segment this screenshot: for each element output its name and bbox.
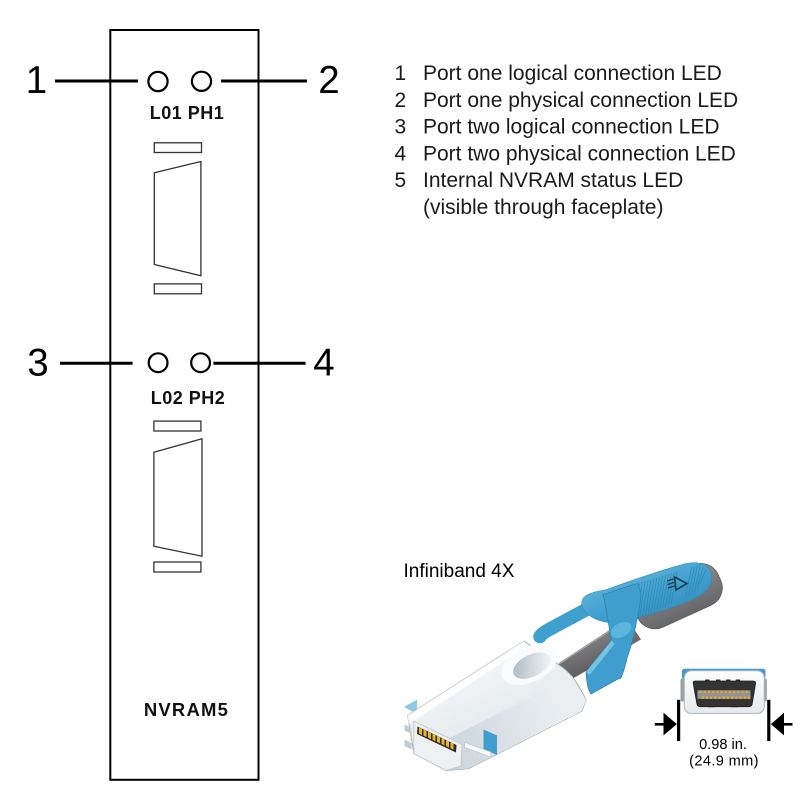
svg-text:2: 2 — [395, 89, 407, 112]
svg-text:(24.9 mm): (24.9 mm) — [689, 754, 759, 770]
svg-text:L01 PH1: L01 PH1 — [150, 103, 225, 123]
svg-text:2: 2 — [318, 59, 339, 102]
svg-text:5: 5 — [395, 169, 407, 192]
svg-text:Port two logical connection LE: Port two logical connection LED — [423, 116, 720, 139]
svg-text:Port one physical connection L: Port one physical connection LED — [423, 89, 738, 112]
svg-text:4: 4 — [313, 341, 334, 384]
svg-text:Infiniband 4X: Infiniband 4X — [404, 561, 515, 582]
svg-text:(visible through faceplate): (visible through faceplate) — [423, 196, 663, 219]
svg-text:Internal NVRAM status LED: Internal NVRAM status LED — [423, 169, 683, 192]
svg-text:4: 4 — [395, 142, 407, 165]
svg-text:1: 1 — [395, 62, 407, 85]
svg-text:Port two physical connection L: Port two physical connection LED — [423, 142, 736, 165]
svg-text:Port one logical connection LE: Port one logical connection LED — [423, 62, 722, 85]
svg-text:3: 3 — [27, 341, 48, 384]
svg-text:NVRAM5: NVRAM5 — [144, 699, 229, 720]
svg-text:0.98 in.: 0.98 in. — [699, 737, 747, 753]
svg-text:L02 PH2: L02 PH2 — [151, 388, 226, 408]
svg-text:3: 3 — [395, 116, 407, 139]
svg-text:1: 1 — [26, 59, 47, 102]
